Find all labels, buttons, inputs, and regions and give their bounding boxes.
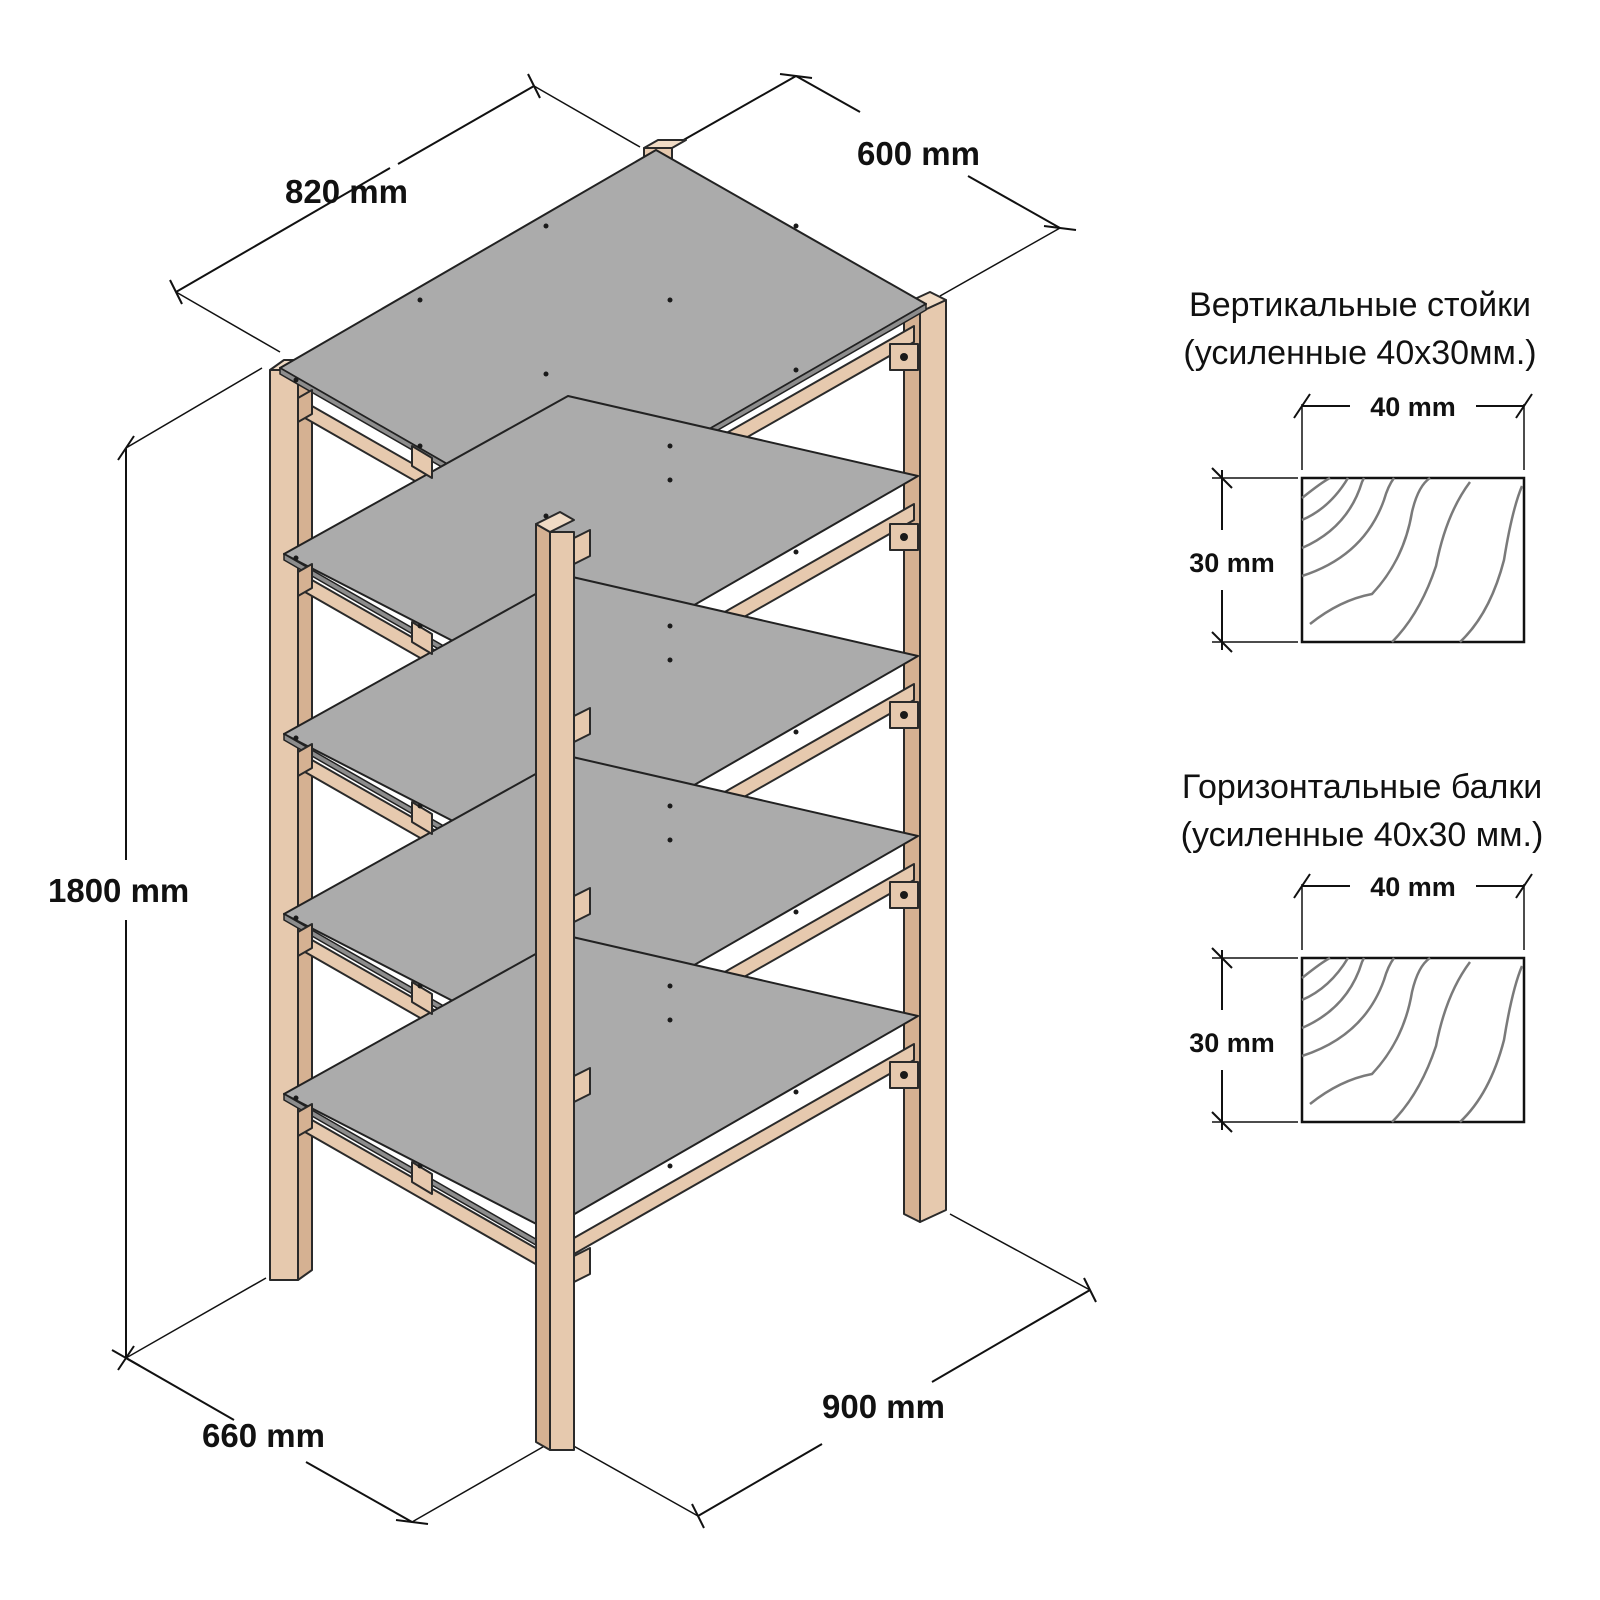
post-front-right — [535, 511, 591, 1451]
section-height-label: 30 mm — [1189, 1028, 1275, 1058]
dim-label-660: 660 mm — [202, 1417, 325, 1454]
shelving-unit — [269, 139, 947, 1451]
shelf-5 — [283, 935, 919, 1271]
section-width-label: 40 mm — [1370, 872, 1456, 902]
section-title: Горизонтальные балки — [1182, 768, 1542, 806]
dim-top-width: 600 mm — [679, 73, 1077, 297]
dim-label-900: 900 mm — [822, 1388, 945, 1425]
dimension-lines: 820 mm 600 mm 1800 mm — [48, 73, 1097, 1529]
wood-grain — [1301, 956, 1524, 1123]
dim-bottom-width: 900 mm — [569, 1213, 1097, 1529]
dim-bottom-depth: 660 mm — [125, 1357, 549, 1525]
section-height-label: 30 mm — [1189, 548, 1275, 578]
dim-top-depth: 820 mm — [169, 73, 641, 353]
dim-label-1800: 1800 mm — [48, 872, 189, 909]
beam-blocks-right — [889, 343, 919, 1089]
section-subtitle: (усиленные 40х30мм.) — [1183, 334, 1536, 372]
dim-label-600: 600 mm — [857, 135, 980, 172]
dim-height: 1800 mm — [48, 367, 267, 1371]
dim-label-820: 820 mm — [285, 173, 408, 210]
post-front-left — [269, 359, 313, 1281]
section-width-label: 40 mm — [1370, 392, 1456, 422]
section-vertical-posts: Вертикальные стойки (усиленные 40х30мм.)… — [1183, 286, 1537, 653]
shelf-screws — [293, 223, 799, 1169]
beam-blocks-left — [297, 389, 433, 1195]
section-subtitle: (усиленные 40х30 мм.) — [1181, 816, 1544, 854]
wood-grain — [1301, 476, 1524, 643]
section-horizontal-beams: Горизонтальные балки (усиленные 40х30 мм… — [1181, 768, 1544, 1133]
section-title: Вертикальные стойки — [1189, 286, 1531, 324]
shelves — [279, 149, 927, 1271]
